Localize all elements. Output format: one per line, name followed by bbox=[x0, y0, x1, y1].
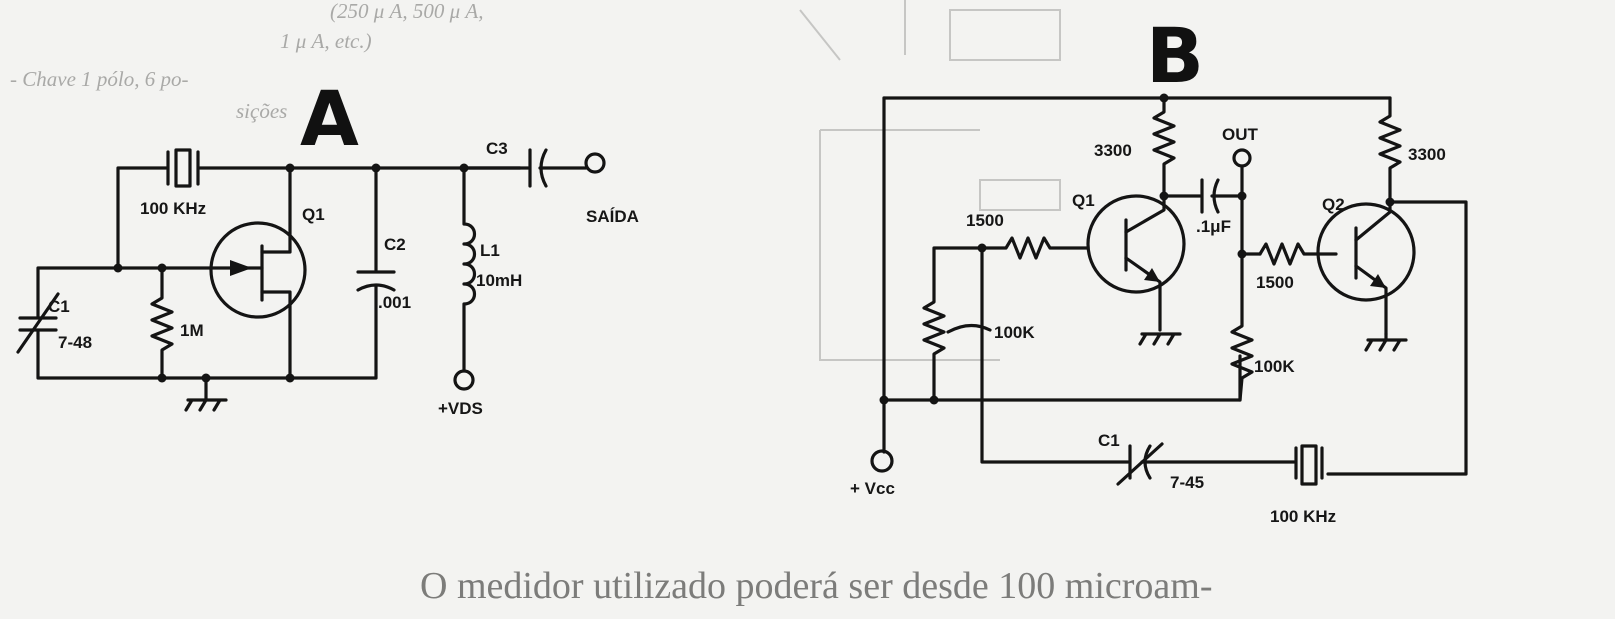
c1-a-label: C1 bbox=[48, 297, 70, 316]
output-a-label: SAÍDA bbox=[586, 207, 639, 226]
vds-label: +VDS bbox=[438, 399, 483, 418]
bleed-lines bbox=[799, 0, 1061, 361]
r1500-q1-label: 1500 bbox=[966, 211, 1004, 230]
wire bbox=[116, 166, 168, 270]
fet-source bbox=[260, 290, 292, 380]
junction-dot bbox=[371, 163, 381, 173]
c3-a-label: C3 bbox=[486, 139, 508, 158]
crystal-b-body bbox=[1300, 444, 1318, 486]
circuit-a: A 100 KHz Q1 C1 7-48 1M C2 bbox=[16, 74, 639, 418]
bjt-q2-envelope bbox=[1316, 202, 1416, 302]
r100k-label: 100K bbox=[1254, 357, 1295, 376]
output-a-terminal bbox=[584, 152, 606, 174]
pot-wiper-arrow bbox=[946, 323, 992, 334]
bleed-text-4: sições bbox=[236, 99, 287, 123]
junction-dot bbox=[285, 163, 295, 173]
junction-dot bbox=[1159, 93, 1169, 103]
feedback-rail-left bbox=[980, 246, 1130, 464]
potentiometer-100k bbox=[922, 246, 984, 402]
fet-drain bbox=[260, 166, 292, 254]
junction-dot bbox=[1237, 249, 1247, 259]
bias-rail bbox=[882, 354, 1242, 402]
circuit-b: B + Vcc 3300 3300 OUT .1μF Q1 1500 bbox=[850, 11, 1468, 526]
resistor-1500-q1 bbox=[980, 236, 1090, 260]
q1-b-label: Q1 bbox=[1072, 191, 1095, 210]
resistor-100k-bias bbox=[1230, 252, 1254, 402]
bjt-q2-emitter-arrow bbox=[1370, 274, 1386, 288]
fet-gate-arrow bbox=[230, 260, 252, 276]
c1-b-value: 7-45 bbox=[1170, 473, 1204, 492]
resistor-1500-q2 bbox=[1258, 242, 1338, 266]
c2-a-value: .001 bbox=[378, 293, 411, 312]
feedback-rail-right bbox=[1326, 200, 1468, 476]
junction-dot bbox=[113, 263, 123, 273]
bleed-text-2: 1 μ A, etc.) bbox=[280, 29, 372, 53]
resistor-1m-label: 1M bbox=[180, 321, 204, 340]
crystal-b-label: 100 KHz bbox=[1270, 507, 1336, 526]
bleed-text-bottom: O medidor utilizado poderá ser desde 100… bbox=[420, 565, 1212, 607]
out-label: OUT bbox=[1222, 125, 1259, 144]
c1-b-label: C1 bbox=[1098, 431, 1120, 450]
junction-dot bbox=[285, 373, 295, 383]
r3300-q1-label: 3300 bbox=[1094, 141, 1132, 160]
resistor-3300-q2 bbox=[1378, 96, 1402, 204]
junction-dot bbox=[459, 163, 469, 173]
circuit-b-title: B bbox=[1146, 11, 1204, 100]
vcc-label: + Vcc bbox=[850, 479, 895, 498]
ground-q2-icon bbox=[1364, 332, 1408, 352]
c1-variable-arrow bbox=[16, 292, 60, 354]
vcc-terminal bbox=[870, 449, 894, 473]
r1500-q2-label: 1500 bbox=[1256, 273, 1294, 292]
pot-label: 100K bbox=[994, 323, 1035, 342]
junction-dot bbox=[157, 373, 167, 383]
out-terminal bbox=[1232, 148, 1252, 168]
bjt-q1-emitter bbox=[1124, 256, 1162, 332]
circuit-a-title: A bbox=[300, 74, 359, 163]
bjt-q1-envelope bbox=[1086, 194, 1186, 294]
bjt-q1-emitter-arrow bbox=[1144, 268, 1160, 282]
junction-dot bbox=[879, 395, 889, 405]
fet-q1-envelope bbox=[209, 221, 307, 319]
bleed-text-1: (250 μ A, 500 μ A, bbox=[330, 0, 483, 23]
junction-dot bbox=[1159, 191, 1169, 201]
l1-a-value: 10mH bbox=[476, 271, 522, 290]
c1-b-variable-arrow bbox=[1116, 442, 1164, 486]
l1-a-label: L1 bbox=[480, 241, 500, 260]
junction-dot bbox=[201, 373, 211, 383]
crystal-a-label: 100 KHz bbox=[140, 199, 206, 218]
c1-a-value: 7-48 bbox=[58, 333, 92, 352]
r3300-q2-label: 3300 bbox=[1408, 145, 1446, 164]
junction-dot bbox=[929, 395, 939, 405]
bleed-through: (250 μ A, 500 μ A, 1 μ A, etc.) - Chave … bbox=[10, 0, 1212, 607]
vds-terminal bbox=[453, 369, 475, 391]
wire bbox=[36, 266, 120, 318]
junction-dot bbox=[157, 263, 167, 273]
q2-b-label: Q2 bbox=[1322, 195, 1345, 214]
crystal-body bbox=[174, 148, 192, 188]
bjt-q1-collector bbox=[1124, 194, 1166, 234]
junction-dot bbox=[1385, 197, 1395, 207]
junction-dot bbox=[1237, 191, 1247, 201]
coupling-cap-label: .1μF bbox=[1196, 217, 1231, 236]
resistor-1m bbox=[150, 266, 174, 380]
bleed-text-3: - Chave 1 pólo, 6 po- bbox=[10, 67, 188, 91]
wire bbox=[288, 284, 378, 380]
ground-a-icon bbox=[184, 376, 228, 412]
ground-q1-icon bbox=[1138, 332, 1182, 346]
inductor-l1 bbox=[462, 166, 477, 372]
q1-a-label: Q1 bbox=[302, 205, 325, 224]
junction-dot bbox=[977, 243, 987, 253]
resistor-3300-q1 bbox=[1152, 96, 1176, 198]
c2-a-label: C2 bbox=[384, 235, 406, 254]
